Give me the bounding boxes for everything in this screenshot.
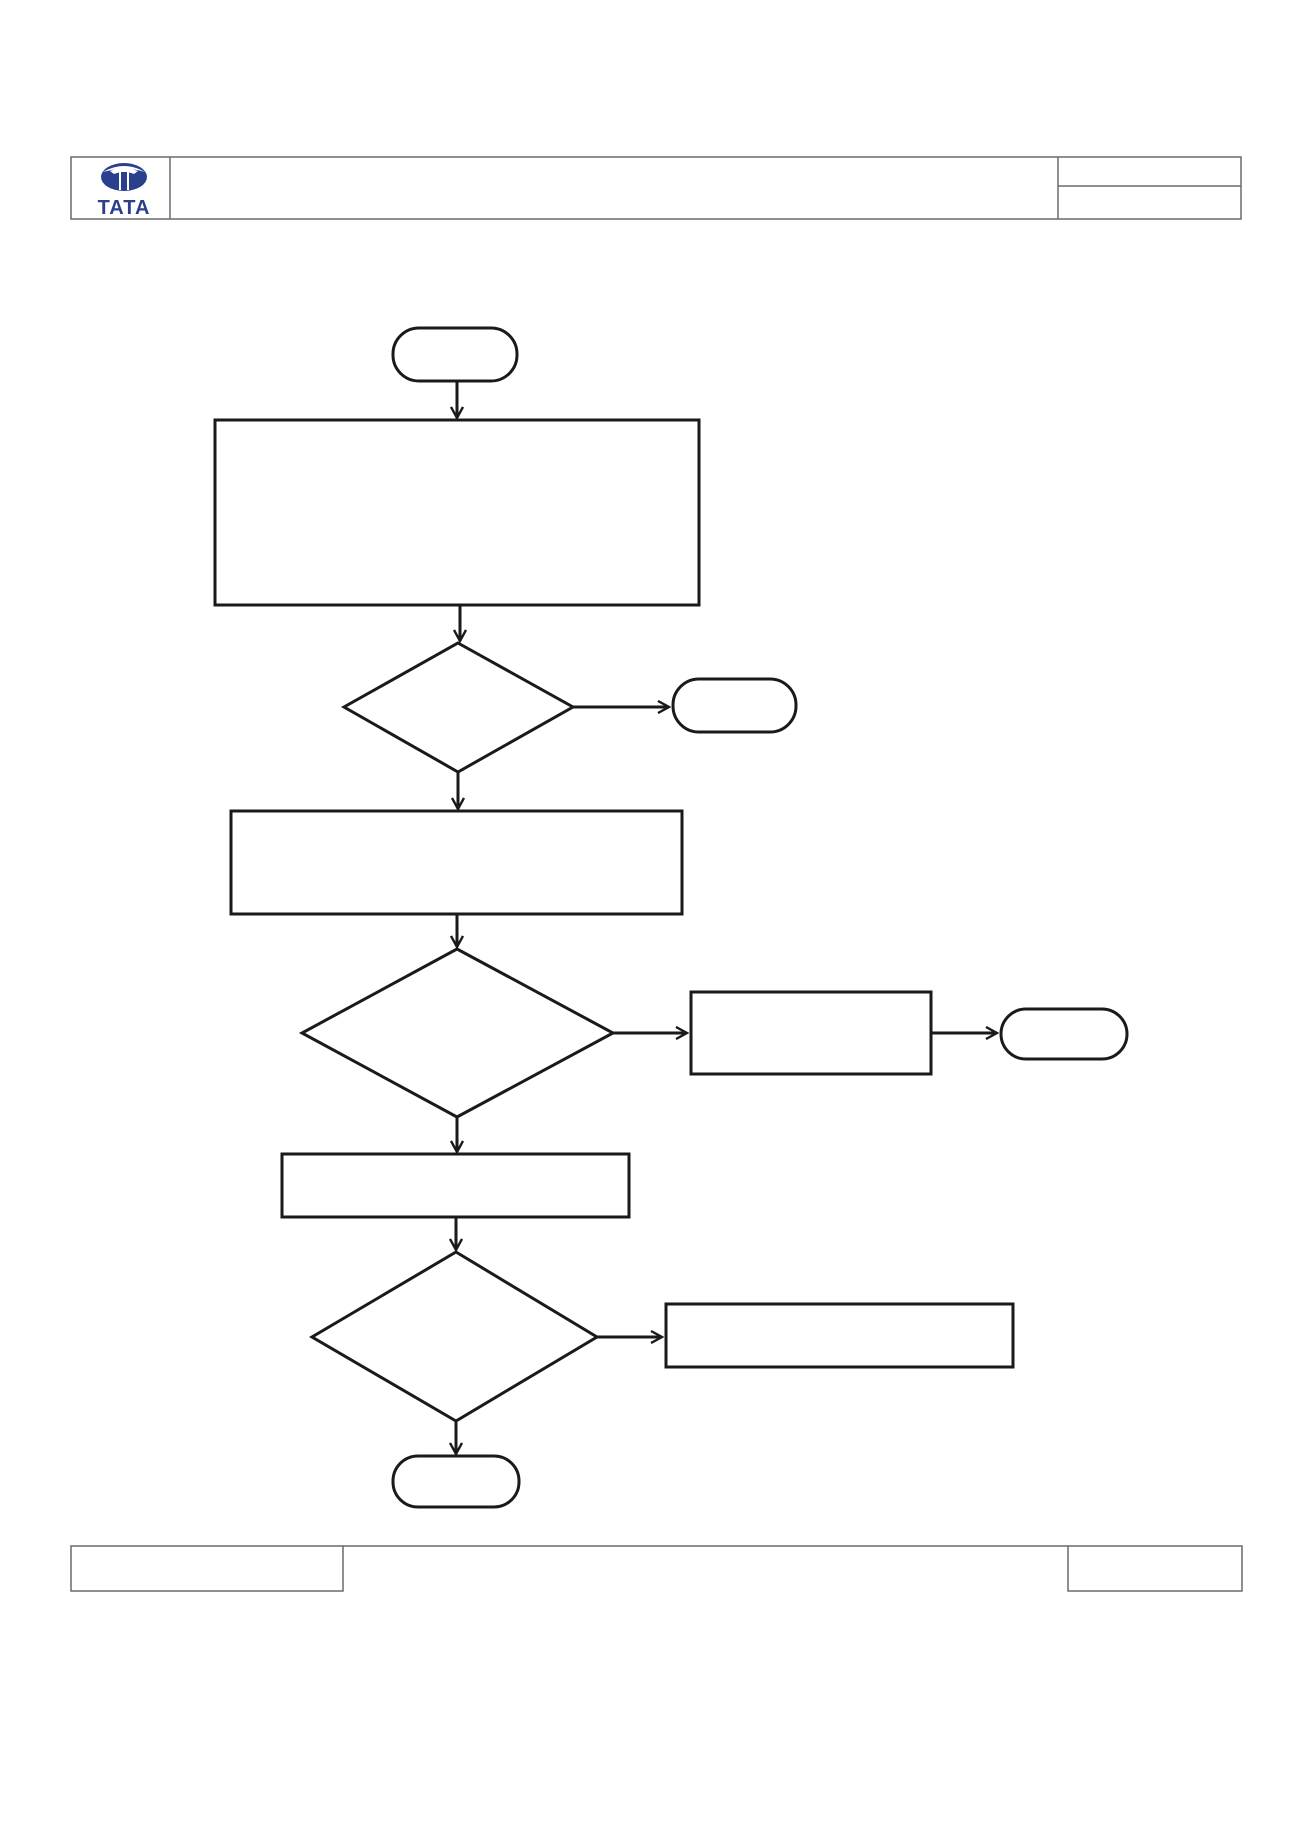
process-box-right-3 bbox=[664, 1302, 1015, 1369]
end-terminal bbox=[391, 1454, 521, 1509]
terminal-right-2 bbox=[999, 1007, 1129, 1061]
terminal-right-1 bbox=[671, 677, 798, 734]
process-box-2 bbox=[229, 809, 684, 916]
start-terminal bbox=[391, 326, 519, 383]
header-table bbox=[70, 156, 1242, 220]
decision-diamond-1 bbox=[340, 641, 577, 774]
process-box-3 bbox=[280, 1152, 631, 1219]
svg-text:TATA: TATA bbox=[98, 197, 151, 219]
process-box-right-2 bbox=[689, 990, 933, 1076]
flowchart bbox=[213, 326, 1129, 1509]
process-box-1 bbox=[213, 418, 701, 607]
decision-diamond-2 bbox=[298, 947, 617, 1119]
decision-diamond-3 bbox=[309, 1250, 600, 1423]
footer-table bbox=[70, 1545, 1243, 1592]
tata-logo-icon: TATA bbox=[98, 163, 151, 219]
